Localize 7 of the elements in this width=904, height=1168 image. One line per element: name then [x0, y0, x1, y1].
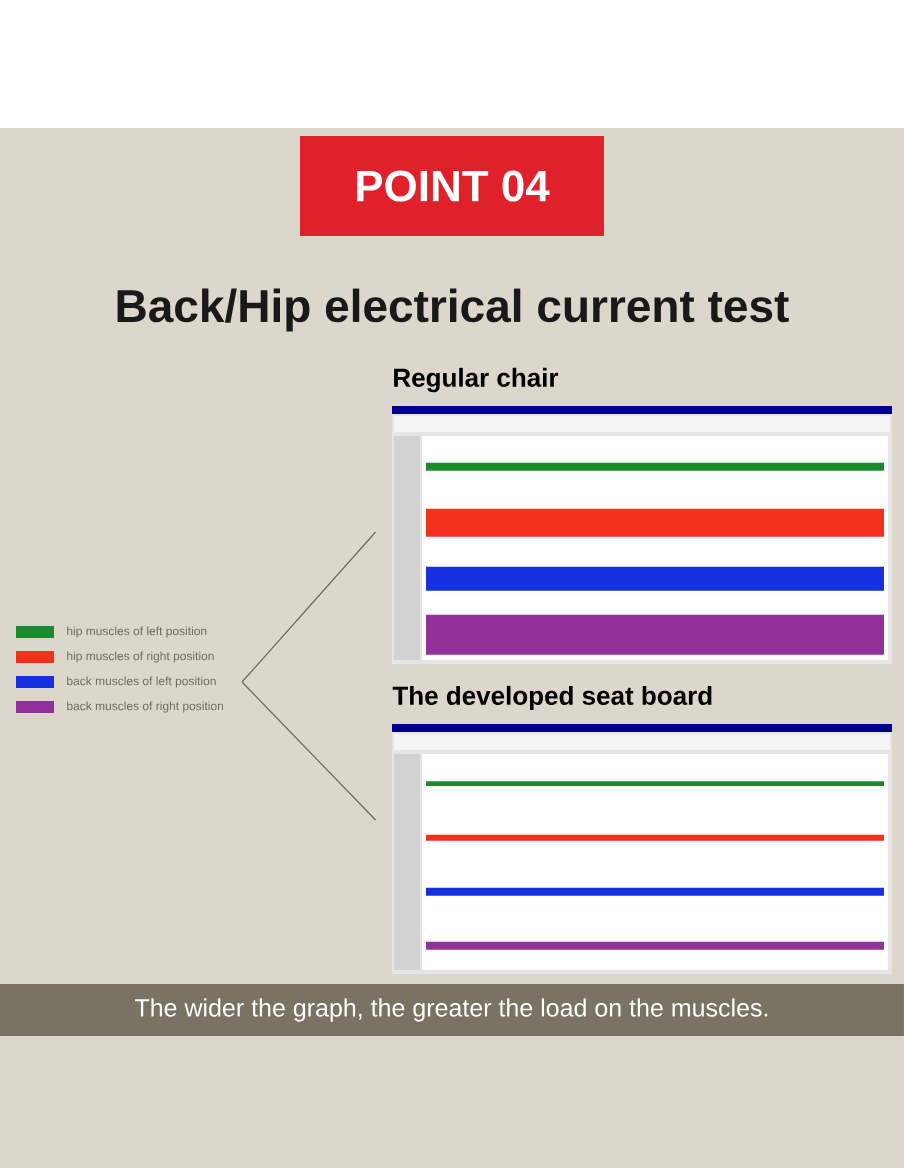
heading: The developed seat board: [392, 685, 712, 711]
heading: Regular chair: [394, 367, 559, 393]
connector-line: [241, 531, 377, 683]
title-badge: POINT 04: [300, 136, 604, 236]
connector-line: [241, 681, 377, 821]
title: Back/Hip electrical current test: [117, 288, 789, 332]
caption-band: The wider the graph, the greater the load on the muscles.: [0, 984, 904, 1036]
